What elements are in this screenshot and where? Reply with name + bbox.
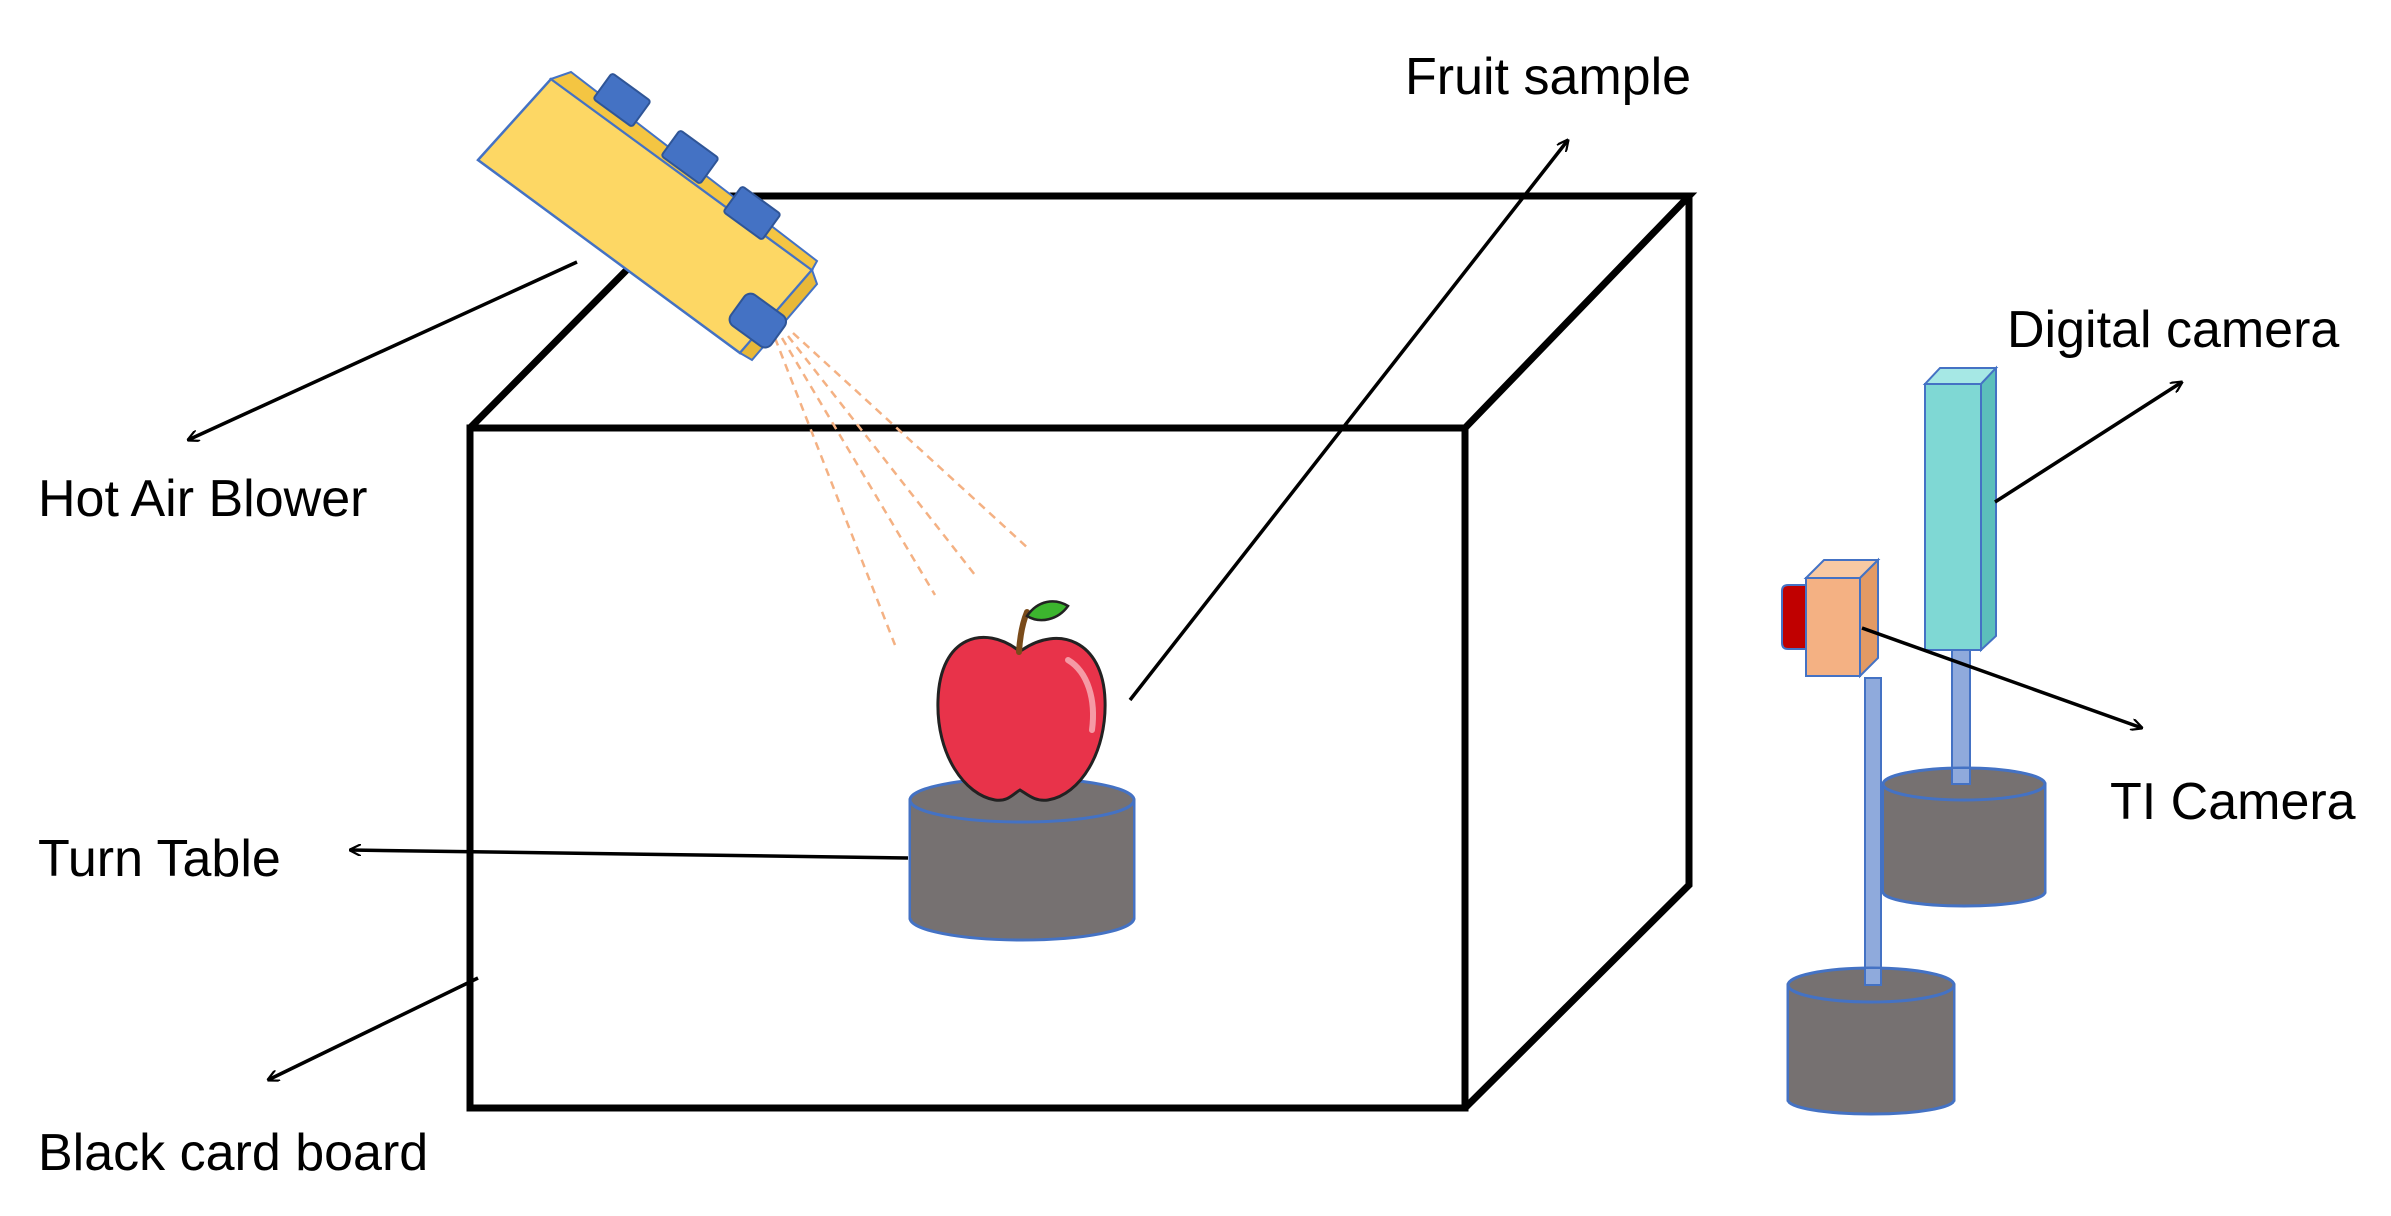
ti-camera-lens (1781, 584, 1807, 650)
ti-camera-arrow (1861, 626, 2142, 728)
leaf-icon (1025, 600, 1070, 622)
ti-camera-stand (1781, 557, 1956, 1116)
blower-nozzle-icons (593, 73, 788, 349)
ti-camera-icon (1781, 557, 1881, 679)
turn-table-label: Turn Table (38, 830, 281, 888)
digital-camera-label: Digital camera (2007, 301, 2339, 359)
apple-icon (936, 600, 1107, 802)
ti-camera-base (1786, 966, 1956, 1116)
digital-camera-arrow (1994, 382, 2182, 504)
digital-camera-stand (1881, 365, 2047, 908)
turn-table (908, 776, 1136, 942)
black-card-board-label: Black card board (38, 1124, 428, 1182)
digital-camera-icon (1922, 365, 1999, 653)
black-card-board-box (466, 192, 1698, 1112)
fruit-sample-label: Fruit sample (1405, 48, 1691, 106)
digital-camera-base (1881, 766, 2047, 908)
box-right-face (1462, 196, 1693, 1111)
air-stream-lines (773, 332, 1031, 646)
fruit-sample-arrow (1128, 140, 1568, 702)
box-front-face (466, 424, 1469, 1112)
leader-arrows (188, 140, 2182, 1080)
hot-air-blower (476, 70, 1031, 646)
turn-table-arrow (350, 850, 909, 860)
hot-air-blower-label: Hot Air Blower (38, 470, 367, 528)
box-top-face (467, 192, 1698, 431)
ti-camera-label: TI Camera (2110, 773, 2356, 831)
hot-air-blower-arrow (188, 260, 578, 440)
black-card-board-arrow (268, 976, 479, 1080)
ti-camera-pole (1864, 677, 1882, 997)
